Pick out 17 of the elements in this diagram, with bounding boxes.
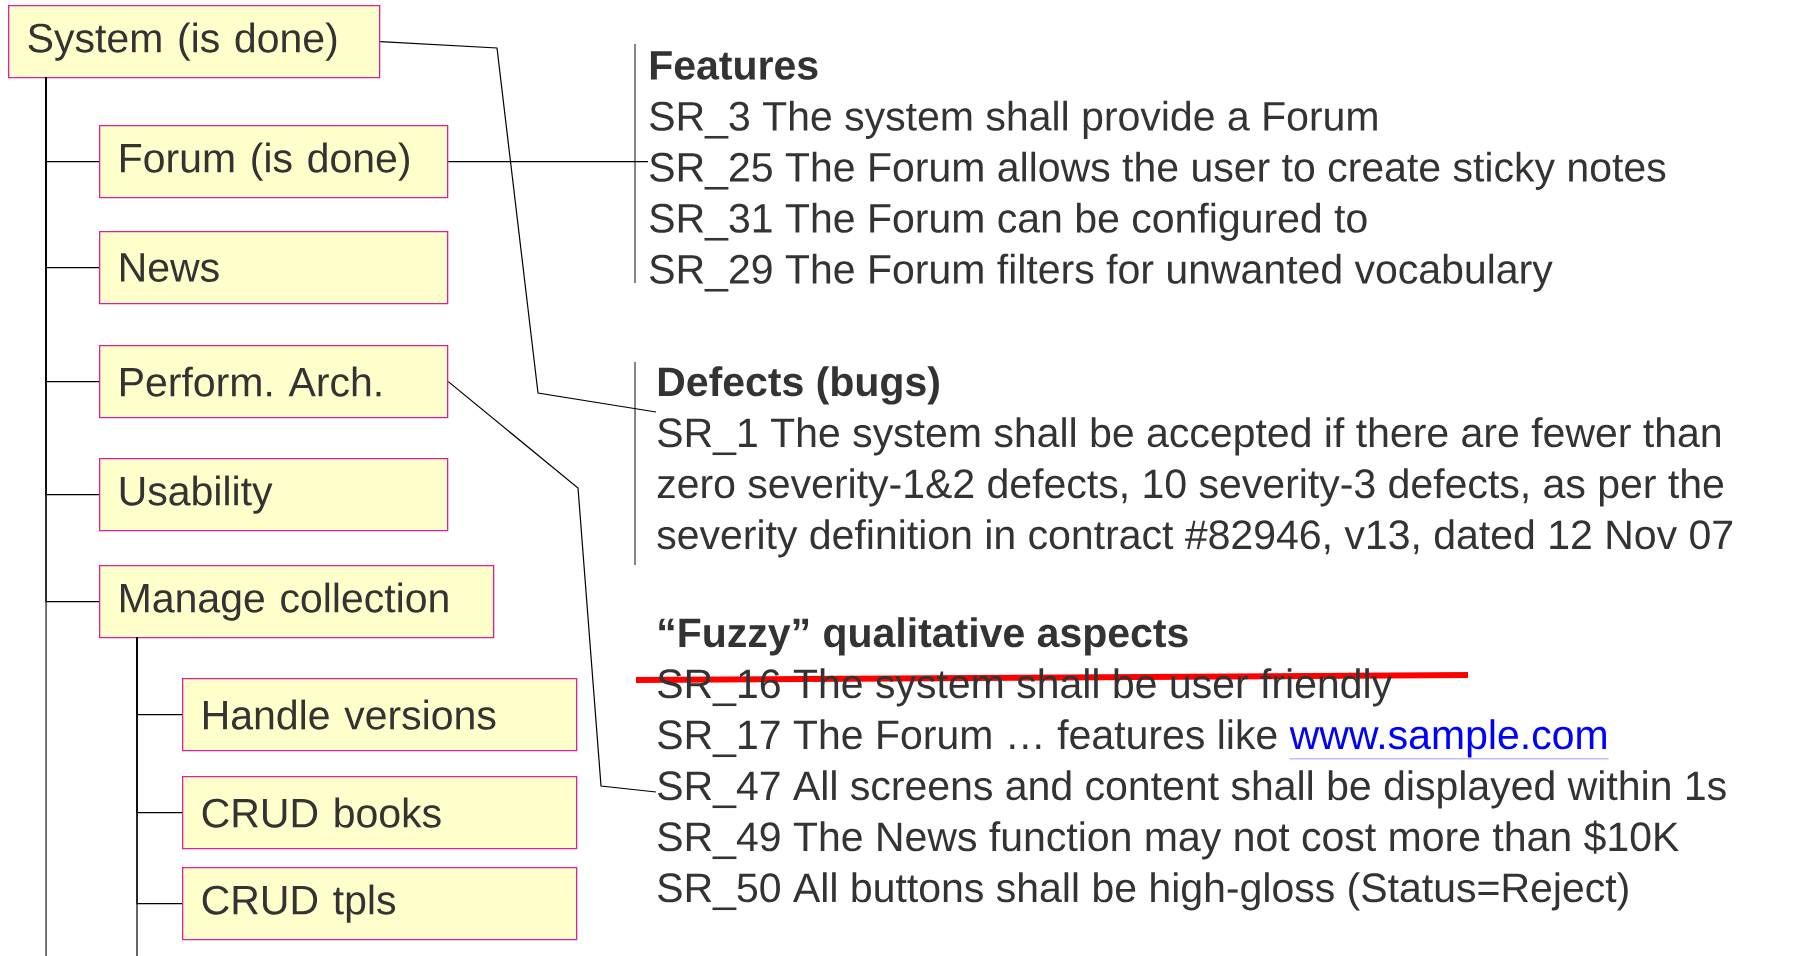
tree-box: CRUD books — [182, 776, 578, 850]
hyperlink: www.sample.com — [1289, 719, 1609, 760]
tree-line — [45, 76, 47, 956]
tree-box: News — [99, 231, 449, 305]
tree-box: Usability — [99, 458, 449, 532]
tree-box: Manage collection — [99, 565, 495, 639]
requirement-list: Defects (bugs) SR_1 The system shall be accepted if there are fewer than zero severity-1&2 defects, 10 severity-3 defects, as per the severity definition in contract #82946, v13, dated 12 Nov 07 — [657, 366, 1733, 558]
leader-line — [447, 161, 649, 163]
tree-box: System (is done) — [8, 5, 381, 79]
requirement-list: Features SR_3 The system shall provide a Forum SR_25 The Forum allows the user to create sticky notes SR_31 The Forum can be configured to SR_29 The Forum filters for unwanted vocabulary — [650, 51, 1666, 292]
tree-line — [136, 636, 138, 956]
leader-line — [447, 381, 657, 793]
leader-line — [379, 41, 657, 413]
tree-box: CRUD tpls — [182, 867, 578, 941]
tree-box: Forum (is done) — [99, 125, 449, 199]
tree-box: Perform. Arch. — [99, 345, 449, 419]
tree-box: Handle versions — [182, 678, 578, 752]
